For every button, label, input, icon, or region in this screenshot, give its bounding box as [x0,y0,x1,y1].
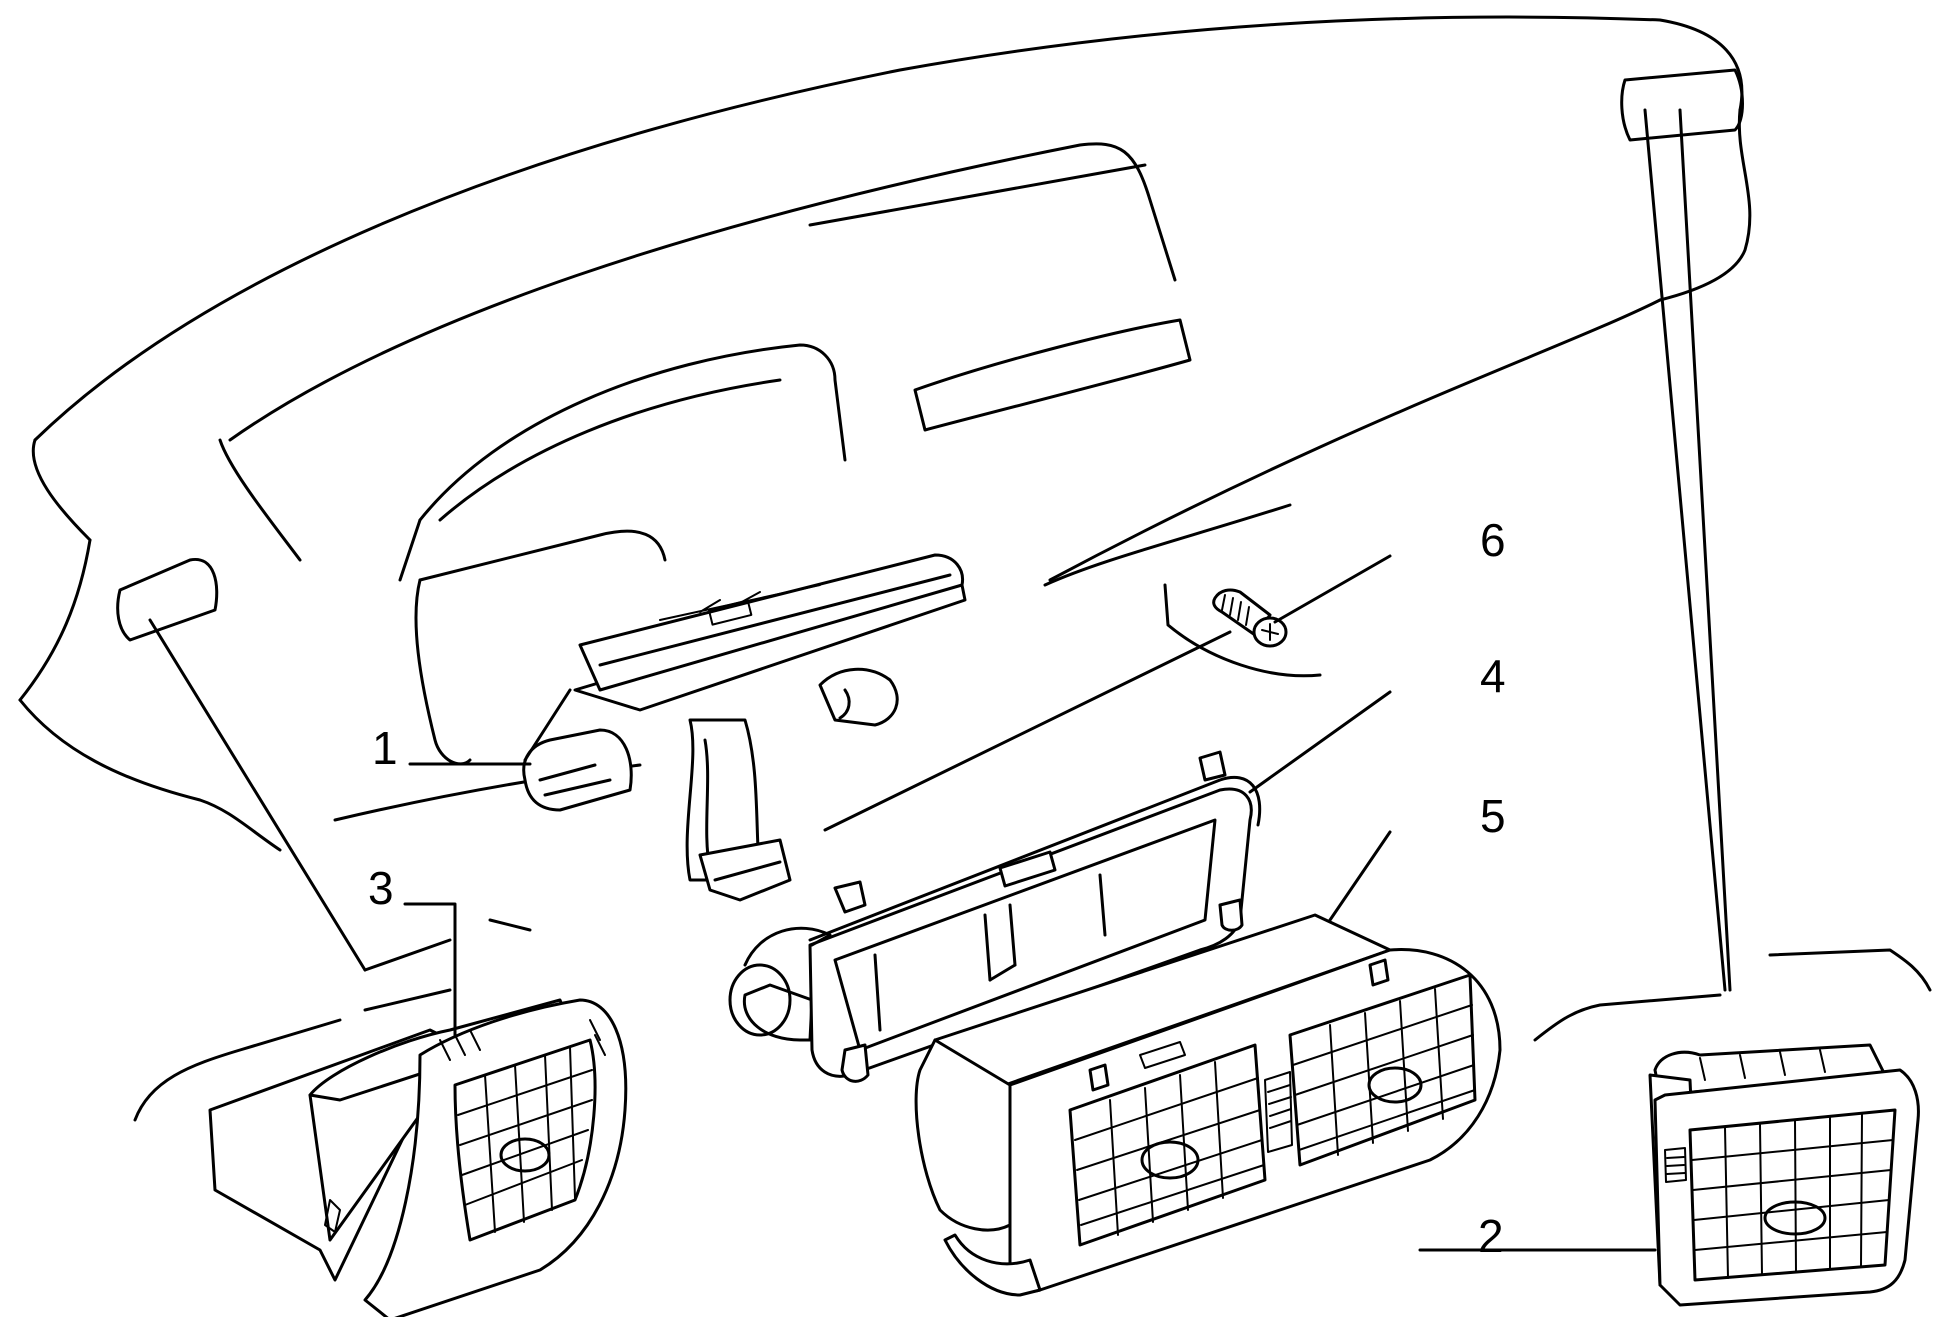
left-side-air-vent [208,998,628,1317]
dashboard-outline [18,15,1932,1122]
callout-3: 3 [368,862,394,914]
callout-leaders [403,554,1657,1252]
callout-6: 6 [1480,514,1506,566]
vent-mounting-frame [728,750,1262,1083]
assembly-lines [148,108,1732,992]
callout-labels: 1 2 3 4 5 6 [368,514,1506,1262]
fixing-screw [1212,588,1288,648]
center-air-duct [522,553,967,902]
center-twin-air-vent [914,913,1502,1297]
right-side-air-vent [1648,1043,1920,1307]
callout-2: 2 [1478,1210,1504,1262]
callout-1: 1 [372,722,398,774]
callout-5: 5 [1480,790,1506,842]
callout-4: 4 [1480,650,1506,702]
